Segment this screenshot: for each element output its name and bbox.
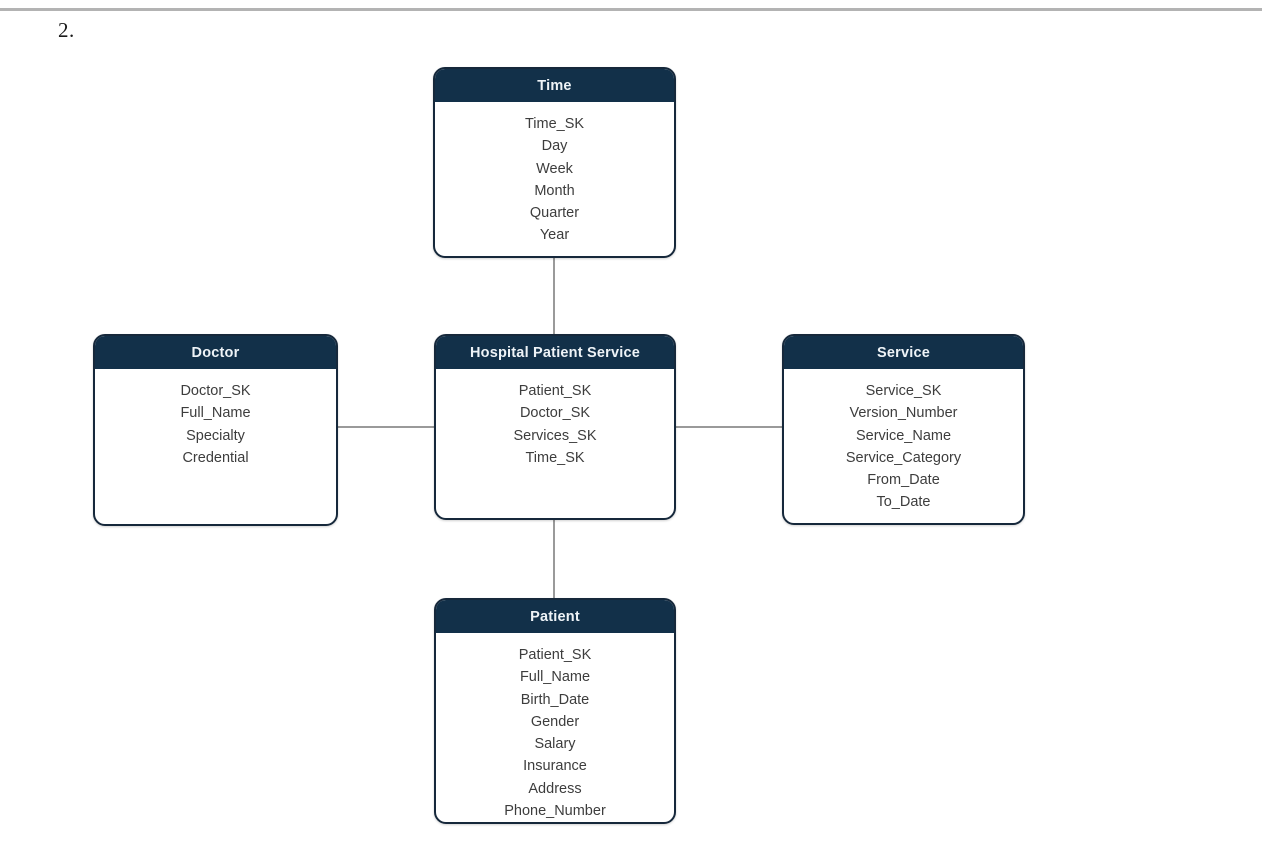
entity-service[interactable]: Service Service_SK Version_Number Servic…	[782, 334, 1025, 525]
entity-field: Time_SK	[525, 449, 585, 466]
entity-field: Service_SK	[865, 383, 942, 399]
entity-field: From_Date	[867, 472, 940, 489]
entity-service-fields: Service_SK Version_Number Service_Name S…	[784, 369, 1023, 514]
entity-doctor-fields: Doctor_SK Full_Name Specialty Credential	[95, 369, 336, 469]
entity-field: Day	[541, 138, 568, 155]
entity-patient[interactable]: Patient Patient_SK Full_Name Birth_Date …	[434, 598, 676, 824]
entity-time[interactable]: Time Time_SK Day Week Month Quarter Year	[433, 67, 676, 258]
entity-field: Patient_SK	[518, 647, 592, 663]
entity-field: To_Date	[876, 494, 931, 511]
entity-field: Services_SK	[513, 427, 597, 444]
entity-field: Week	[536, 160, 573, 177]
entity-field: Birth_Date	[520, 691, 590, 708]
entity-hospital-patient-service-title: Hospital Patient Service	[436, 336, 674, 369]
entity-field: Credential	[182, 449, 249, 466]
entity-field: Full_Name	[519, 669, 591, 686]
entity-field: Version_Number	[849, 405, 958, 422]
entity-hospital-patient-service[interactable]: Hospital Patient Service Patient_SK Doct…	[434, 334, 676, 520]
entity-field: Month	[534, 182, 575, 199]
entity-field: Salary	[534, 736, 576, 753]
entity-patient-fields: Patient_SK Full_Name Birth_Date Gender S…	[436, 633, 674, 822]
entity-field: Full_Name	[180, 405, 251, 422]
entity-patient-title: Patient	[436, 600, 674, 633]
entity-field: Year	[539, 227, 570, 244]
entity-field: Time_SK	[524, 116, 585, 132]
entity-hospital-patient-service-fields: Patient_SK Doctor_SK Services_SK Time_SK	[436, 369, 674, 469]
entity-field: Doctor_SK	[519, 405, 591, 422]
entity-doctor-title: Doctor	[95, 336, 336, 369]
list-number: 2.	[58, 18, 75, 42]
page-divider-rule	[0, 8, 1262, 11]
entity-service-title: Service	[784, 336, 1023, 369]
entity-field: Phone_Number	[504, 803, 606, 820]
entity-field: Insurance	[523, 758, 587, 775]
entity-field: Gender	[530, 713, 580, 730]
entity-field: Service_Name	[855, 427, 952, 444]
entity-field: Specialty	[186, 427, 245, 444]
entity-field: Doctor_SK	[180, 383, 251, 399]
entity-field: Service_Category	[845, 449, 962, 466]
entity-field: Address	[528, 780, 582, 797]
entity-doctor[interactable]: Doctor Doctor_SK Full_Name Specialty Cre…	[93, 334, 338, 526]
entity-field: Quarter	[529, 205, 580, 222]
entity-field: Patient_SK	[518, 383, 592, 399]
entity-time-fields: Time_SK Day Week Month Quarter Year	[435, 102, 674, 247]
entity-time-title: Time	[435, 69, 674, 102]
